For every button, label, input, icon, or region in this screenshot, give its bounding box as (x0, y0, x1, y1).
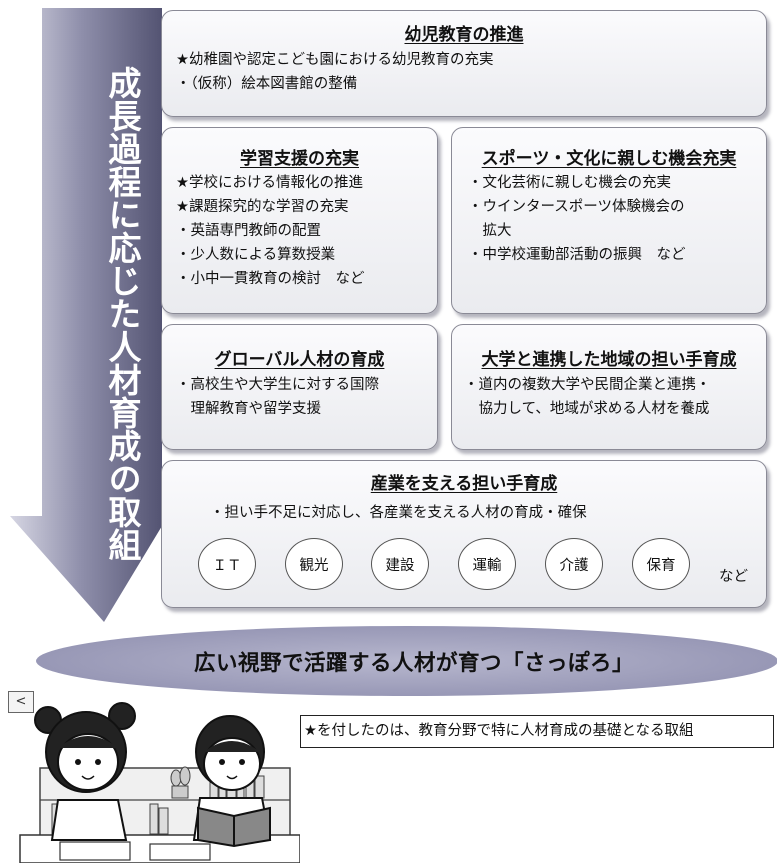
box-line: ★学校における情報化の推進 (176, 175, 363, 191)
box-line: ・高校生や大学生に対する国際 (176, 377, 379, 393)
box-line: ・文化芸術に親しむ機会の充実 (468, 175, 671, 191)
box-line: 理解教育や留学支援 (176, 401, 321, 417)
box-line: ・（仮称）絵本図書館の整備 (176, 76, 358, 92)
process-arrow: 成長過程に応じた人材育成の取組 (0, 0, 170, 630)
box-line: 協力して、地域が求める人材を養成 (464, 401, 710, 417)
box-learning-support: 学習支援の充実 ★学校における情報化の推進 ★課題探究的な学習の充実 ・英語専門… (161, 127, 438, 314)
box-title: 大学と連携した地域の担い手育成 (481, 350, 737, 370)
vertical-heading: 成長過程に応じた人材育成の取組 (103, 66, 142, 561)
box-global-talent: グローバル人材の育成 ・高校生や大学生に対する国際 理解教育や留学支援 (161, 324, 438, 450)
field-badge-childcare: 保育 (632, 538, 690, 590)
box-early-childhood: 幼児教育の推進 ★幼稚園や認定こども園における幼児教育の充実 ・（仮称）絵本図書… (161, 10, 767, 117)
box-title: グローバル人材の育成 (214, 350, 385, 370)
box-title: 産業を支える担い手育成 (370, 474, 558, 494)
field-badge-construction: 建設 (371, 538, 429, 590)
goal-text: 広い視野で活躍する人材が育つ「さっぽろ」 (193, 650, 634, 676)
legend-note: ★を付したのは、教育分野で特に人材育成の基礎となる取組 (300, 715, 774, 748)
down-arrow-shape (10, 8, 168, 622)
fields-suffix: など (719, 569, 748, 585)
box-line: ・道内の複数大学や民間企業と連携・ (464, 377, 711, 393)
field-badge-transport: 運輸 (458, 538, 516, 590)
field-badge-tourism: 観光 (285, 538, 343, 590)
box-line: ★課題探究的な学習の充実 (176, 199, 349, 215)
box-line: ・担い手不足に対応し、各産業を支える人材の育成・確保 (210, 505, 587, 521)
box-title: 学習支援の充実 (240, 149, 359, 169)
box-title: スポーツ・文化に親しむ機会充実 (481, 149, 737, 169)
box-line: ・少人数による算数授業 (176, 247, 336, 263)
box-title: 幼児教育の推進 (404, 25, 524, 45)
box-line: ・ウインタースポーツ体験機会の (468, 199, 685, 215)
field-badge-nursing-care: 介護 (545, 538, 603, 590)
goal-banner: 広い視野で活躍する人材が育つ「さっぽろ」 (36, 626, 777, 696)
box-sports-culture: スポーツ・文化に親しむ機会充実 ・文化芸術に親しむ機会の充実 ・ウインタースポー… (451, 127, 767, 314)
box-university-collaboration: 大学と連携した地域の担い手育成 ・道内の複数大学や民間企業と連携・ 協力して、地… (451, 324, 767, 450)
box-line: 拡大 (468, 223, 512, 239)
box-line: ・中学校運動部活動の振興 など (468, 247, 686, 263)
box-line: ★幼稚園や認定こども園における幼児教育の充実 (176, 52, 494, 68)
field-badge-it: ＩＴ (198, 538, 256, 590)
box-line: ・英語専門教師の配置 (176, 223, 321, 239)
box-industry-workforce: 産業を支える担い手育成 ・担い手不足に対応し、各産業を支える人材の育成・確保 (161, 460, 767, 608)
box-line: ・小中一貫教育の検討 など (176, 271, 365, 287)
children-reading-illustration (19, 702, 300, 863)
back-button[interactable]: < (8, 691, 34, 713)
back-arrow-icon: < (15, 694, 27, 709)
